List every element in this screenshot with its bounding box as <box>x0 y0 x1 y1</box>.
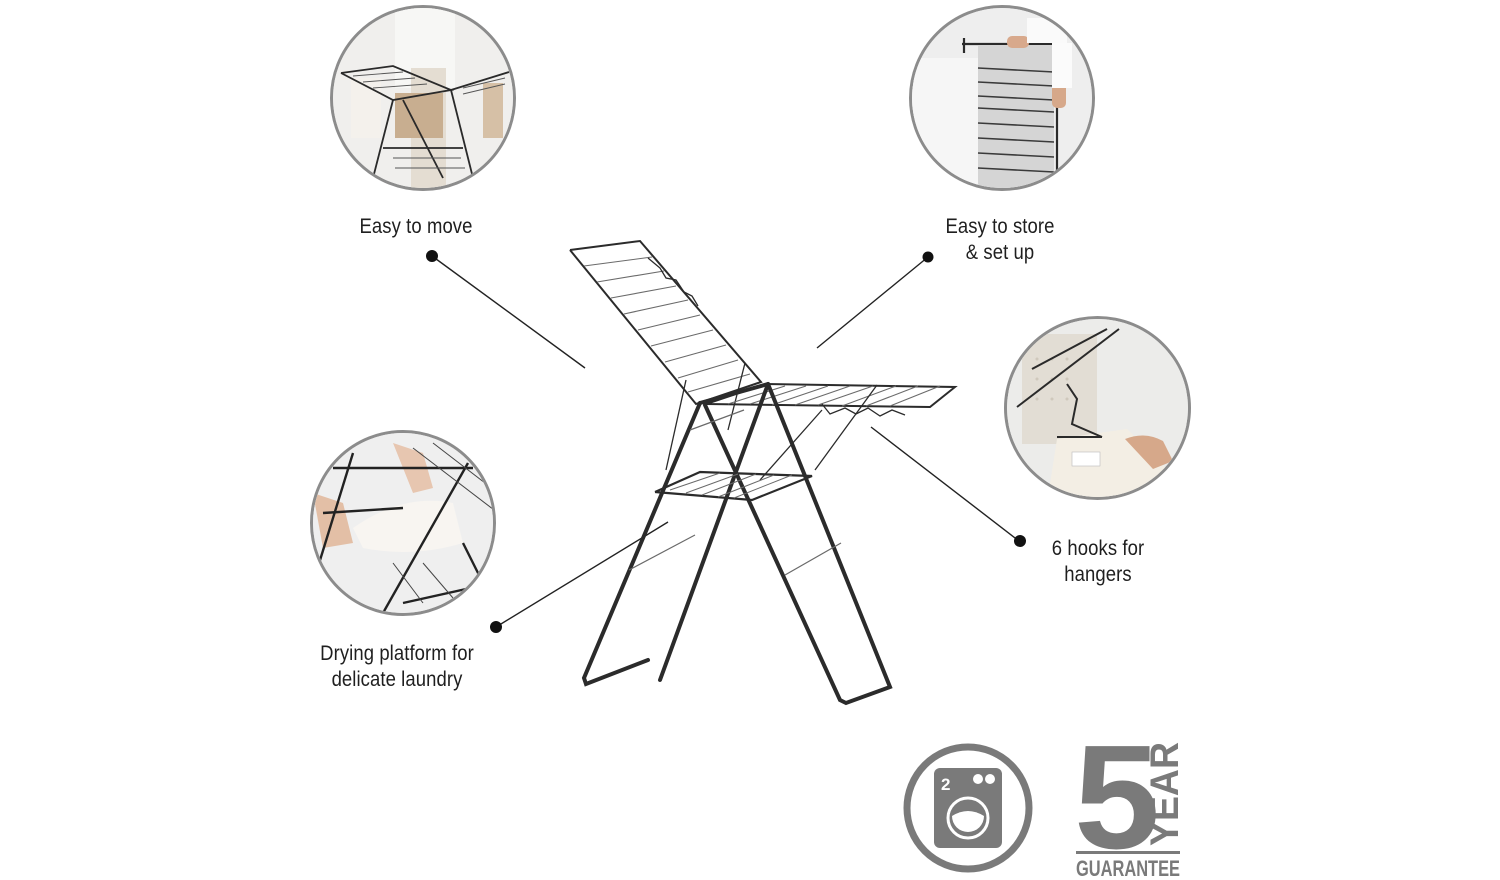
callout-dot-easy-to-move <box>426 250 438 262</box>
washing-machine-icon: 2 <box>903 743 1033 873</box>
guarantee-caption: GUARANTEE <box>1076 856 1180 880</box>
lower-platform <box>654 470 813 502</box>
wing-struts <box>665 362 746 471</box>
raised-wing <box>569 239 763 406</box>
leader-line-platform <box>495 521 669 628</box>
callout-dot-easy-to-store <box>922 251 934 263</box>
photo-easy-to-move <box>330 5 516 191</box>
flat-wing-hooks <box>821 403 906 417</box>
svg-text:2: 2 <box>941 775 950 794</box>
leader-line-hooks <box>870 426 1020 542</box>
callout-dot-platform <box>490 621 502 633</box>
raised-wing-hooks <box>647 257 699 307</box>
feature-label-drying-platform: Drying platform for delicate laundry <box>320 642 474 691</box>
five-year-guarantee-badge: 5 YEAR GUARANTEE <box>1074 715 1187 880</box>
photo-easy-to-store <box>909 5 1095 191</box>
leg-cross-rods <box>628 409 842 576</box>
guarantee-year-word: YEAR <box>1143 742 1187 846</box>
photo-hooks-for-hangers <box>1004 316 1191 500</box>
feature-label-hooks: 6 hooks for hangers <box>1051 537 1145 586</box>
callout-dot-hooks <box>1014 535 1026 547</box>
photo-drying-platform <box>310 430 496 616</box>
leader-line-easy-to-move <box>431 255 586 369</box>
a-frame-legs <box>581 382 893 706</box>
feature-label-easy-to-move: Easy to move <box>359 215 473 238</box>
raised-wing-rods <box>583 256 751 393</box>
feature-label-easy-to-store: Easy to store & set up <box>945 215 1055 264</box>
lower-platform-rods <box>669 472 793 499</box>
leader-line-easy-to-store <box>816 256 929 349</box>
